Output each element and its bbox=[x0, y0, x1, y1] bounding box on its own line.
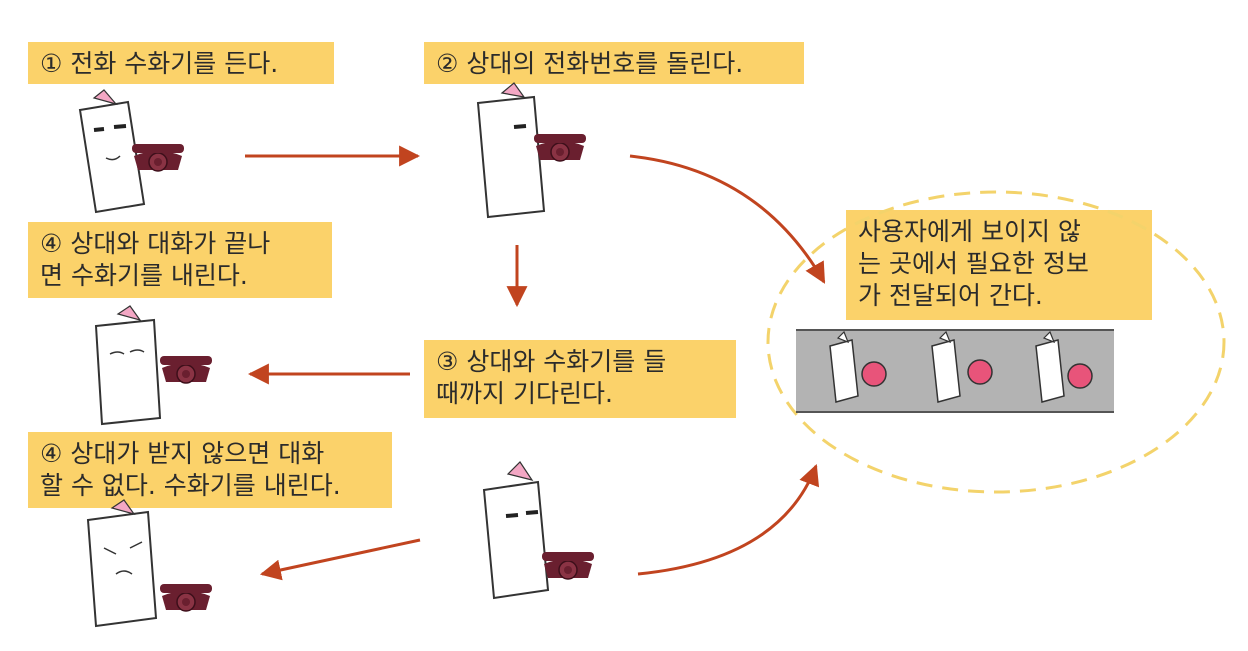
arrow-3-to-network bbox=[637, 464, 820, 576]
step2-label: ② 상대의 전화번호를 돌린다. bbox=[424, 42, 804, 84]
network-note: 사용자에게 보이지 않 는 곳에서 필요한 정보 가 전달되어 간다. bbox=[846, 210, 1152, 320]
network-ellipse bbox=[766, 190, 1226, 494]
messenger-2 bbox=[931, 330, 993, 403]
step4a-label: ④ 상대와 대화가 끝나 면 수화기를 내린다. bbox=[28, 222, 332, 298]
phone-2 bbox=[533, 133, 587, 162]
step3-label: ③ 상대와 수화기를 들 때까지 기다린다. bbox=[424, 340, 736, 418]
phone-1 bbox=[131, 143, 185, 172]
character-3 bbox=[482, 461, 550, 600]
step4b-label: ④ 상대가 받지 않으면 대화 할 수 없다. 수화기를 내린다. bbox=[28, 432, 392, 508]
character-4b bbox=[86, 499, 158, 628]
phone-4b bbox=[159, 583, 213, 612]
phone-4a bbox=[159, 355, 213, 384]
step1-label: ① 전화 수화기를 든다. bbox=[28, 42, 334, 84]
messenger-1 bbox=[829, 330, 887, 403]
messenger-3 bbox=[1035, 330, 1093, 403]
character-2 bbox=[476, 82, 546, 219]
arrow-3-to-4b bbox=[259, 538, 421, 581]
character-4a bbox=[94, 305, 162, 426]
character-1 bbox=[78, 89, 146, 214]
phone-3 bbox=[541, 551, 595, 580]
arrow-2-to-network bbox=[629, 154, 826, 284]
